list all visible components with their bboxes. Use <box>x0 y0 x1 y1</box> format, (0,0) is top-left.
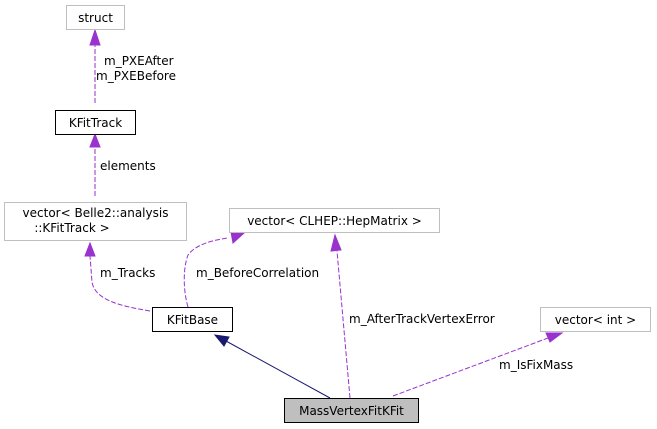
edge-is-fix-mass <box>392 332 564 397</box>
node-vector-kfittrack-line1: vector< Belle2::analysis <box>23 206 169 220</box>
edge-pxe <box>89 28 101 103</box>
edge-label-after-track-vertex-error: m_AfterTrackVertexError <box>349 312 495 326</box>
edge-label-tracks: m_Tracks <box>100 266 155 280</box>
edge-label-elements: elements <box>100 159 156 173</box>
node-massvertexfitkfit-label: MassVertexFitKFit <box>299 404 404 418</box>
edge-after-track-vertex-error <box>330 233 351 399</box>
node-vector-int[interactable]: vector< int > <box>540 307 651 332</box>
edge-label-pxe-before: m_PXEBefore <box>96 69 176 83</box>
node-vector-kfittrack-line2: ::KFitTrack > <box>34 221 109 235</box>
node-kfittrack-label: KFitTrack <box>69 116 122 130</box>
node-vector-kfittrack[interactable]: vector< Belle2::analysis ::KFitTrack > <box>4 202 187 241</box>
edge-label-is-fix-mass: m_IsFixMass <box>499 358 573 372</box>
node-struct-label: struct <box>78 11 113 25</box>
edge-label-before-correlation: m_BeforeCorrelation <box>196 266 319 280</box>
node-kfitbase-label: KFitBase <box>167 313 218 327</box>
node-vector-hepmatrix[interactable]: vector< CLHEP::HepMatrix > <box>229 208 440 233</box>
node-kfittrack[interactable]: KFitTrack <box>55 110 136 135</box>
edge-elements <box>89 132 101 196</box>
edge-inheritance <box>213 334 331 399</box>
node-kfitbase[interactable]: KFitBase <box>152 307 233 332</box>
edge-tracks <box>84 241 151 312</box>
edge-label-pxe-after: m_PXEAfter <box>104 54 174 68</box>
node-vector-int-label: vector< int > <box>555 313 636 327</box>
node-massvertexfitkfit[interactable]: MassVertexFitKFit <box>284 398 419 423</box>
node-struct[interactable]: struct <box>66 5 125 30</box>
node-vector-hepmatrix-label: vector< CLHEP::HepMatrix > <box>247 214 422 228</box>
